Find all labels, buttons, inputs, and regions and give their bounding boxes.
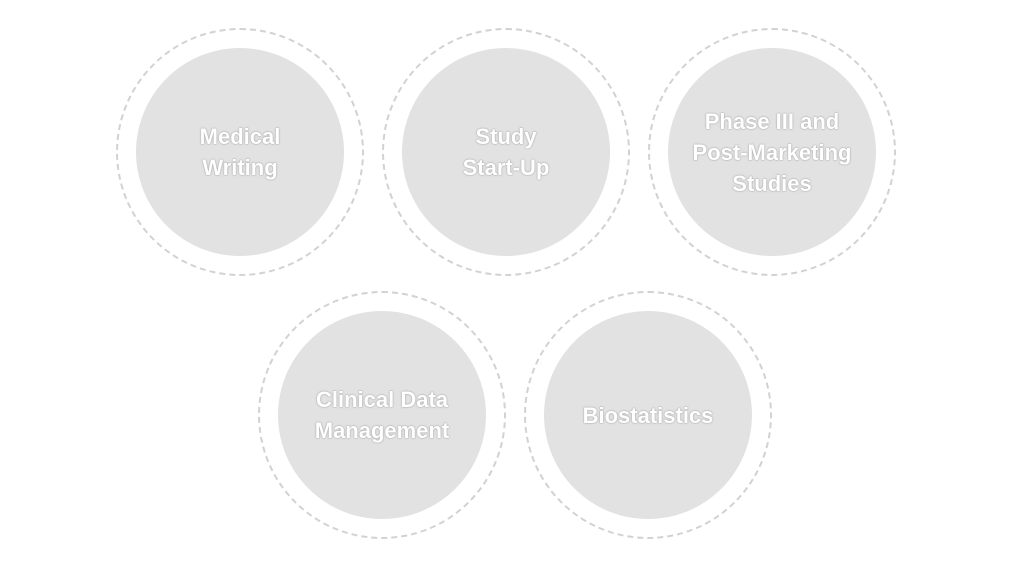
- service-circle: Biostatistics: [544, 311, 752, 519]
- service-medical-writing[interactable]: Medical Writing: [116, 28, 364, 276]
- service-study-start-up[interactable]: Study Start-Up: [382, 28, 630, 276]
- service-label: Biostatistics: [582, 402, 714, 428]
- service-circle: Medical Writing: [136, 48, 344, 256]
- service-label: Study Start-Up: [462, 124, 550, 180]
- service-label: Clinical Data Management: [314, 387, 450, 443]
- service-circle: Phase III and Post-Marketing Studies: [668, 48, 876, 256]
- service-label: Phase III and Post-Marketing Studies: [692, 108, 852, 196]
- service-circle: Clinical Data Management: [278, 311, 486, 519]
- service-clinical-data-management[interactable]: Clinical Data Management: [258, 291, 506, 539]
- service-biostatistics[interactable]: Biostatistics: [524, 291, 772, 539]
- service-circle: Study Start-Up: [402, 48, 610, 256]
- service-label: Medical Writing: [199, 124, 281, 180]
- service-phase-iii[interactable]: Phase III and Post-Marketing Studies: [648, 28, 896, 276]
